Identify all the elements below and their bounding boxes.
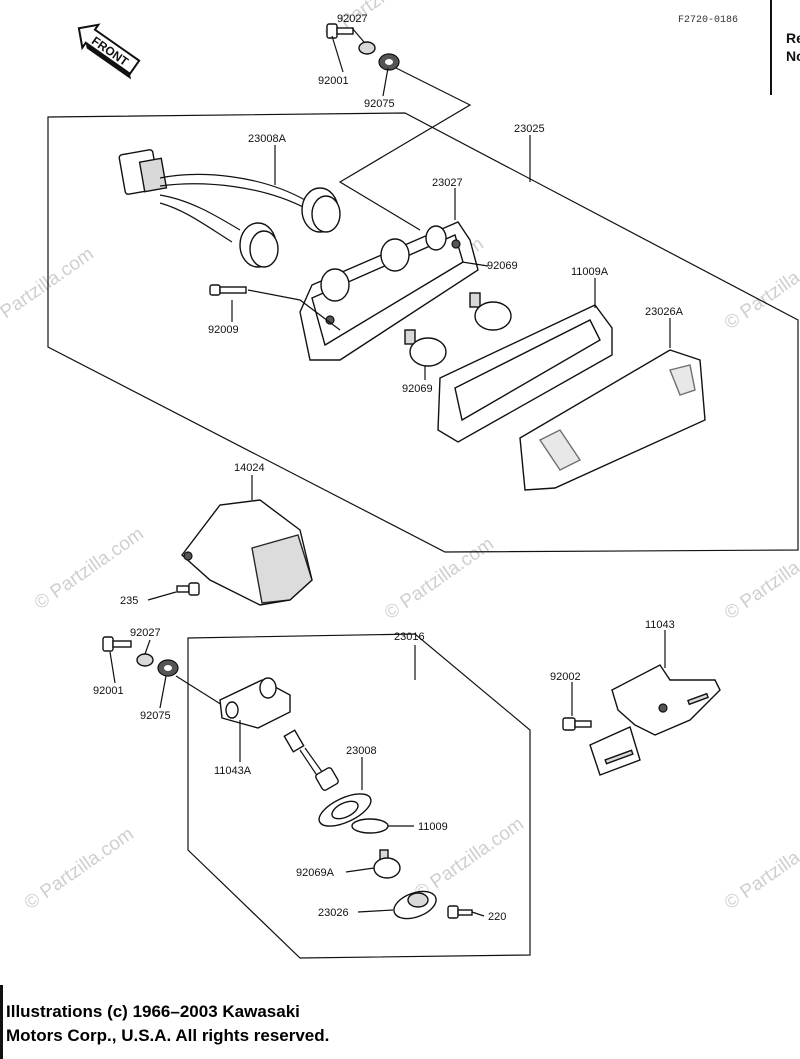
label-92001-bottom: 92001	[93, 685, 124, 697]
top-hardware	[326, 23, 472, 231]
frame-bar	[0, 985, 3, 1059]
copyright-notice: Illustrations (c) 1966–2003 Kawasaki Mot…	[6, 1000, 426, 1048]
gasket-11009	[351, 818, 389, 834]
label-23008: 23008	[346, 745, 377, 757]
label-92027-bottom: 92027	[130, 627, 161, 639]
part-labels: 92027 92001 92075 23008A 23025 23027 920…	[93, 13, 684, 923]
license-lamp-assembly-outline	[187, 633, 531, 959]
wiring-harness-23008A	[118, 149, 341, 268]
label-23008A: 23008A	[248, 133, 287, 145]
front-arrow-icon: FRONT	[77, 23, 141, 80]
copyright-line-2: Motors Corp., U.S.A. All rights reserved…	[6, 1026, 330, 1045]
watermark: © Partzilla.com	[21, 823, 138, 914]
label-11043: 11043	[645, 619, 675, 631]
bracket-11043A	[219, 677, 291, 729]
bolt-92001-top	[326, 23, 338, 39]
copyright-line-1: Illustrations (c) 1966–2003 Kawasaki	[6, 1002, 300, 1021]
watermark: © Partzilla.com	[721, 823, 800, 914]
watermark: © Partzilla.com	[381, 533, 498, 624]
screw-220	[447, 905, 473, 919]
label-92069-upper: 92069	[487, 260, 518, 272]
screw-92009	[209, 284, 341, 331]
label-220: 220	[488, 911, 506, 923]
screw-92002	[562, 717, 592, 731]
corner-panel: Re No	[770, 0, 800, 95]
label-235: 235	[120, 595, 138, 607]
bulb-92069A	[373, 849, 401, 879]
lens-23026A	[519, 349, 706, 491]
label-14024: 14024	[234, 462, 265, 474]
socket-23008	[283, 729, 372, 827]
label-92027-top: 92027	[337, 13, 368, 25]
label-11009: 11009	[418, 821, 448, 833]
license-light-cover-14024	[181, 499, 313, 606]
lens-23026	[393, 890, 437, 920]
reference-code: F2720-0186	[678, 15, 738, 26]
watermarks: © Partzilla.com © Partzilla.com © Partzi…	[0, 0, 800, 914]
corner-text-2: No	[786, 48, 800, 64]
label-23025: 23025	[514, 123, 545, 135]
watermark: © Partzilla.com	[721, 243, 800, 334]
label-92069-lower: 92069	[402, 383, 433, 395]
label-11009A: 11009A	[571, 266, 609, 278]
label-23026A: 23026A	[645, 306, 684, 318]
bolt-shank	[336, 27, 354, 35]
collar-92027-top	[358, 41, 376, 55]
label-23016: 23016	[394, 631, 425, 643]
label-23026: 23026	[318, 907, 349, 919]
screw-235	[176, 582, 200, 596]
label-92001-top: 92001	[318, 75, 349, 87]
watermark: © Partzilla.com	[0, 243, 98, 334]
tail-light-assembly-outline	[47, 112, 799, 553]
leader-lines	[109, 27, 671, 917]
corner-text-1: Re	[786, 30, 800, 46]
label-92069A: 92069A	[296, 867, 335, 879]
label-92075-bottom: 92075	[140, 710, 171, 722]
watermark: © Partzilla.com	[721, 533, 800, 624]
lamp-housing-23027	[299, 221, 479, 361]
bulb-92069-upper	[469, 292, 512, 331]
bulb-92069-lower	[404, 329, 447, 367]
label-23027: 23027	[432, 177, 463, 189]
label-92075-top: 92075	[364, 98, 395, 110]
label-92002: 92002	[550, 671, 581, 683]
bottom-hardware	[102, 636, 231, 711]
bracket-11043	[589, 664, 721, 776]
label-11043A: 11043A	[214, 765, 252, 777]
label-92009: 92009	[208, 324, 239, 336]
